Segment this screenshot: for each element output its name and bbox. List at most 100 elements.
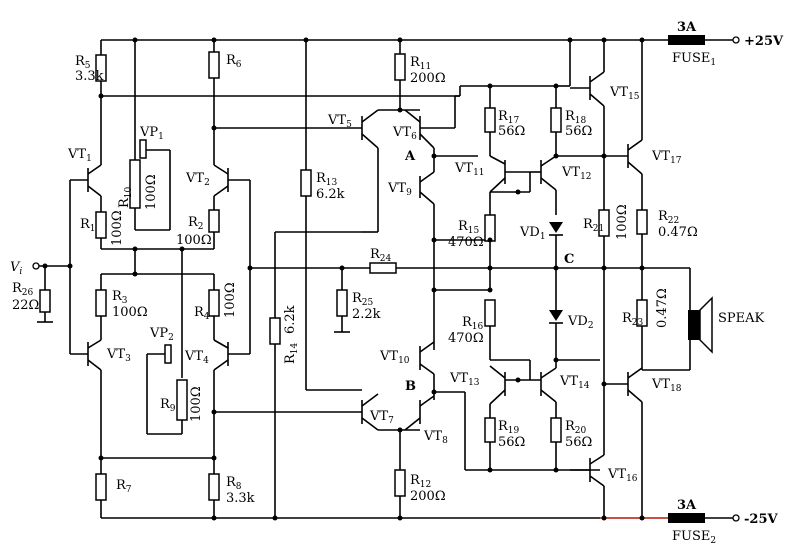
vt15-transistor	[589, 71, 605, 107]
r14-label: R14	[283, 342, 300, 364]
r26-resistor	[39, 289, 51, 313]
r6-resistor	[208, 51, 220, 79]
r20-label: R20	[565, 419, 587, 436]
vt14-label: VT14	[559, 374, 590, 391]
r19-resistor	[484, 417, 496, 443]
r8-resistor	[208, 473, 220, 501]
vt1-label: VT1	[67, 147, 92, 164]
r15-value: 470Ω	[448, 235, 484, 250]
r22-label: R22	[658, 209, 679, 226]
r11-resistor	[394, 53, 406, 81]
r15-label: R15	[458, 219, 480, 236]
fuse-1: 3A FUSE1	[668, 20, 716, 68]
vt7-transistor	[361, 393, 379, 431]
vt12-transistor	[540, 155, 557, 191]
node-c-label: C	[564, 252, 574, 267]
positive-terminal	[732, 36, 740, 44]
r25-label: R25	[352, 291, 374, 308]
speaker-label: SPEAK	[718, 311, 765, 326]
r1-resistor	[95, 211, 107, 239]
r23-label: R23	[622, 311, 644, 328]
vt10-label: VT10	[379, 349, 410, 366]
vt4-label: VT4	[184, 349, 209, 366]
r14-resistor	[269, 317, 281, 345]
r9-resistor	[176, 379, 188, 421]
r4-label: R4	[194, 305, 210, 322]
r2-label: R2	[188, 215, 204, 232]
r16-value: 470Ω	[448, 331, 484, 346]
r14-value: 6.2k	[283, 305, 298, 334]
vt16-label: VT16	[607, 467, 638, 484]
r13-resistor	[300, 169, 312, 197]
r17-resistor	[484, 107, 496, 133]
r15-resistor	[484, 214, 496, 242]
fuse-1-rating: 3A	[677, 20, 697, 35]
vp2-label: VP2	[149, 326, 174, 343]
vt15-label: VT15	[609, 85, 640, 102]
vd1-label: VD1	[519, 225, 546, 242]
vp2-potentiometer	[164, 344, 172, 364]
r7-resistor	[95, 473, 107, 501]
r8-value: 3.3k	[226, 491, 255, 506]
r2-resistor	[208, 209, 220, 233]
r5-label: R5	[75, 54, 91, 71]
r2-value: 100Ω	[176, 233, 212, 248]
r16-label: R16	[462, 315, 484, 332]
r13-value: 6.2k	[316, 187, 345, 202]
fuse-2-sub: 2	[710, 536, 716, 546]
r16-resistor	[484, 299, 496, 327]
vt18-transistor	[627, 367, 643, 403]
vt17-transistor	[627, 139, 643, 175]
vt10-transistor	[419, 341, 435, 375]
r8-label: R8	[226, 475, 242, 492]
vt9-label: VT9	[387, 181, 412, 198]
r3-label: R3	[112, 289, 128, 306]
r1-value: 100Ω	[110, 210, 125, 246]
r9-label: R9	[160, 397, 176, 414]
vt5-label: VT5	[327, 113, 352, 130]
fuse-1-sub: 1	[710, 58, 716, 68]
r12-resistor	[394, 469, 406, 497]
input-label: Vi	[10, 260, 22, 277]
svg-text:FUSE1: FUSE1	[672, 51, 716, 68]
r11-label: R11	[410, 55, 431, 72]
r11-value: 200Ω	[410, 71, 446, 86]
r1-label: R1	[80, 217, 96, 234]
r10-value: 100Ω	[144, 174, 159, 210]
vt6-label: VT6	[392, 125, 417, 142]
r24-label: R24	[370, 247, 392, 264]
vt8-label: VT8	[423, 429, 448, 446]
r5-value: 3.3k	[75, 69, 104, 84]
r24-resistor	[369, 262, 397, 274]
r25-value: 2.2k	[352, 307, 381, 322]
negative-supply-label: -25V	[744, 512, 778, 527]
vt7-label: VT7	[369, 409, 394, 426]
input-terminal	[32, 262, 40, 270]
vt13-label: VT13	[449, 371, 480, 388]
vd2-diode	[549, 310, 563, 321]
r9-value: 100Ω	[189, 386, 204, 422]
fuse-2: 3A FUSE2	[668, 498, 716, 546]
fuse-2-name: FUSE	[672, 529, 710, 544]
r18-label: R18	[565, 109, 587, 126]
r26-label: R26	[12, 281, 34, 298]
r10-label: R10	[117, 186, 134, 208]
vp1-label: VP1	[139, 125, 164, 142]
vt9-transistor	[419, 171, 435, 205]
r12-value: 200Ω	[410, 489, 446, 504]
r20-value: 56Ω	[565, 435, 592, 450]
vt3-transistor	[87, 339, 102, 371]
positive-supply-label: +25V	[744, 34, 784, 49]
r4-resistor	[208, 289, 220, 317]
r21-label: R21	[583, 217, 604, 234]
node-b-label: B	[405, 379, 416, 394]
r19-label: R19	[498, 419, 520, 436]
vt2-label: VT2	[185, 171, 210, 188]
vd2-label: VD2	[567, 314, 594, 331]
r3-resistor	[95, 289, 107, 317]
r22-value: 0.47Ω	[658, 225, 698, 240]
vp1-potentiometer	[139, 139, 147, 159]
r18-value: 56Ω	[565, 124, 592, 139]
